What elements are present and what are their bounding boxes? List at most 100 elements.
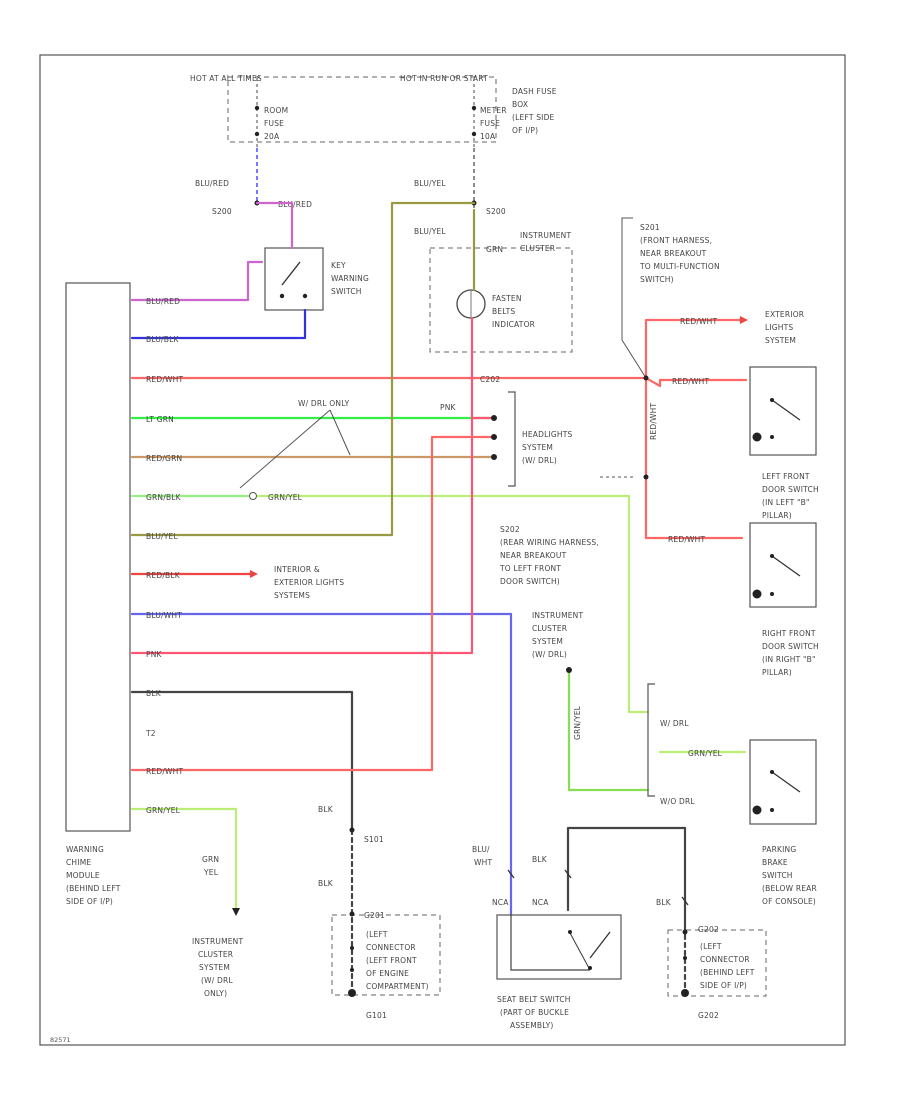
svg-text:(W/ DRL): (W/ DRL) (522, 456, 557, 465)
instrument-cluster-system-wdrl-label: INSTRUMENT CLUSTER SYSTEM (W/ DRL) (532, 611, 583, 659)
splice-s201-label: S201 (FRONT HARNESS, NEAR BREAKOUT TO MU… (639, 223, 720, 284)
svg-text:MODULE: MODULE (66, 871, 100, 880)
diagram-code: 82571 (50, 1036, 71, 1044)
ground-g202 (681, 989, 689, 997)
room-fuse-symbol (254, 78, 260, 148)
svg-text:WARNING: WARNING (66, 845, 104, 854)
splice-s200-right: S200 (486, 207, 506, 216)
svg-text:(W/ DRL): (W/ DRL) (532, 650, 567, 659)
g202-desc-label: (LEFT CONNECTOR (BEHIND LEFT SIDE OF I/P… (700, 942, 755, 990)
wire-blu-red-s200 (255, 201, 294, 250)
left-front-door-switch-box (749, 366, 817, 456)
headlights-connector-arrows (491, 415, 497, 460)
key-warning-switch-box (264, 247, 324, 311)
wire-label-blu-wht-seat: BLU/ WHT (472, 845, 492, 867)
svg-text:CONNECTOR: CONNECTOR (700, 955, 750, 964)
svg-text:GRN/YEL: GRN/YEL (146, 806, 181, 815)
wire-label-grn-yel-bottom: GRN YEL (202, 855, 219, 877)
svg-text:PILLAR): PILLAR) (762, 668, 792, 677)
svg-text:GRN/BLK: GRN/BLK (146, 493, 182, 502)
svg-text:RED/WHT: RED/WHT (146, 375, 184, 384)
svg-text:(REAR WIRING HARNESS,: (REAR WIRING HARNESS, (500, 538, 599, 547)
svg-text:S202: S202 (500, 525, 520, 534)
svg-text:(LEFT SIDE: (LEFT SIDE (512, 113, 555, 122)
svg-text:SIDE OF I/P): SIDE OF I/P) (700, 981, 747, 990)
dash-fuse-box-label: DASH FUSE BOX (LEFT SIDE OF I/P) (512, 87, 557, 135)
ground-g101 (348, 989, 356, 997)
g202-connector-box (667, 929, 767, 997)
svg-text:S201: S201 (640, 223, 660, 232)
wire-label-blu-red-top: BLU/RED (195, 179, 229, 188)
svg-text:CLUSTER: CLUSTER (198, 950, 233, 959)
wire-label-c202: C202 (480, 375, 500, 384)
svg-text:SWITCH: SWITCH (331, 287, 362, 296)
wire-label-nca-left: NCA (492, 898, 509, 907)
svg-text:NEAR BREAKOUT: NEAR BREAKOUT (500, 551, 567, 560)
wire-label-blk-g202: BLK (656, 898, 672, 907)
wire-pnk (130, 316, 474, 655)
svg-text:FUSE: FUSE (480, 119, 500, 128)
svg-text:TO LEFT FRONT: TO LEFT FRONT (499, 564, 561, 573)
svg-text:BLU/YEL: BLU/YEL (146, 532, 178, 541)
instrument-cluster-label: INSTRUMENT CLUSTER (520, 231, 571, 253)
fasten-belts-indicator-label: FASTEN BELTS INDICATOR (492, 294, 535, 329)
svg-text:INSTRUMENT: INSTRUMENT (192, 937, 243, 946)
svg-text:YEL: YEL (203, 868, 219, 877)
svg-text:BOX: BOX (512, 100, 528, 109)
wire-label-grn-yel-parking: GRN/YEL (688, 749, 723, 758)
svg-text:ROOM: ROOM (264, 106, 288, 115)
svg-text:COMPARTMENT): COMPARTMENT) (366, 982, 429, 991)
wo-drl-label: W/O DRL (660, 797, 695, 806)
svg-text:(LEFT: (LEFT (366, 930, 388, 939)
wire-blk-seat (566, 826, 687, 937)
headlights-bracket (508, 391, 516, 487)
svg-text:SWITCH): SWITCH) (640, 275, 674, 284)
wire-label-nca-right: NCA (532, 898, 549, 907)
warning-chime-module-label: WARNING CHIME MODULE (BEHIND LEFT SIDE O… (66, 845, 121, 906)
wire-label-grn: GRN (486, 245, 503, 254)
wire-grn-yel-mid (256, 494, 650, 714)
wire-label-red-wht-s201: RED/WHT (672, 377, 710, 386)
meter-fuse-symbol (471, 78, 477, 148)
wire-red-wht-ldoor (644, 376, 748, 388)
svg-text:INDICATOR: INDICATOR (492, 320, 535, 329)
svg-text:INTERIOR &: INTERIOR & (274, 565, 320, 574)
svg-text:PNK: PNK (146, 650, 163, 659)
svg-text:SWITCH: SWITCH (762, 871, 793, 880)
svg-text:GRN: GRN (202, 855, 219, 864)
dash-fuse-box (227, 76, 497, 143)
svg-text:FASTEN: FASTEN (492, 294, 522, 303)
svg-text:BLK: BLK (146, 689, 162, 698)
svg-text:FUSE: FUSE (264, 119, 284, 128)
hot-in-run-start-label: HOT IN RUN OR START (400, 74, 488, 83)
svg-text:LEFT FRONT: LEFT FRONT (762, 472, 810, 481)
connector-ticks (507, 869, 689, 906)
svg-text:WARNING: WARNING (331, 274, 369, 283)
svg-text:WHT: WHT (474, 858, 492, 867)
module-pin-labels: BLU/RED BLU/BLK RED/WHT LT GRN RED/GRN G… (145, 297, 184, 815)
svg-text:(IN RIGHT "B": (IN RIGHT "B" (762, 655, 816, 664)
svg-text:BLU/WHT: BLU/WHT (146, 611, 182, 620)
svg-text:OF CONSOLE): OF CONSOLE) (762, 897, 816, 906)
svg-text:(BEHIND LEFT: (BEHIND LEFT (66, 884, 121, 893)
svg-text:INSTRUMENT: INSTRUMENT (532, 611, 583, 620)
svg-text:OF ENGINE: OF ENGINE (366, 969, 409, 978)
wire-blu-yel (130, 201, 476, 537)
wire-label-pnk-mid: PNK (440, 403, 457, 412)
right-front-door-switch-label: RIGHT FRONT DOOR SWITCH (IN RIGHT "B" PI… (762, 629, 819, 677)
svg-text:TO MULTI-FUNCTION: TO MULTI-FUNCTION (639, 262, 720, 271)
key-warning-switch-label: KEY WARNING SWITCH (331, 261, 369, 296)
warning-chime-module-box (65, 282, 131, 832)
svg-text:DOOR SWITCH: DOOR SWITCH (762, 642, 819, 651)
svg-text:RED/GRN: RED/GRN (146, 454, 182, 463)
splice-g202: G202 (698, 1011, 719, 1020)
seat-belt-switch-box (496, 914, 622, 980)
with-drl-only-label: W/ DRL ONLY (298, 399, 350, 408)
wire-label-blu-red-s200: BLU/RED (278, 200, 312, 209)
drl-selector-bracket (647, 683, 655, 797)
svg-text:20A: 20A (264, 132, 280, 141)
svg-text:PILLAR): PILLAR) (762, 511, 792, 520)
wire-blu-red (130, 260, 264, 302)
wire-grn-yel-bottom (130, 807, 238, 912)
